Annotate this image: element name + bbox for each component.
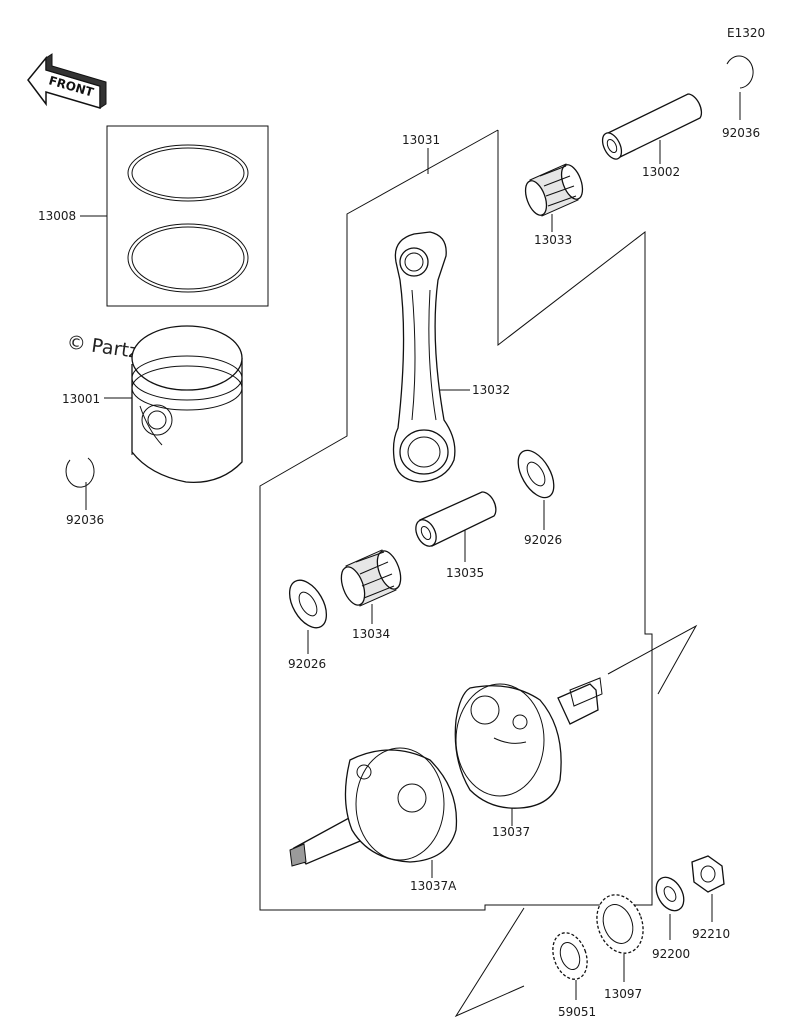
front-arrow-icon: FRONT bbox=[27, 53, 107, 110]
crank-half-left[interactable] bbox=[289, 747, 458, 878]
ring-clip-top[interactable] bbox=[726, 55, 754, 120]
washer-left[interactable] bbox=[282, 574, 334, 654]
nut[interactable] bbox=[691, 855, 725, 922]
gear-small[interactable] bbox=[547, 928, 593, 1000]
label-92200: 92200 bbox=[652, 947, 690, 961]
label-13002: 13002 bbox=[642, 165, 680, 179]
label-13008: 13008 bbox=[38, 209, 76, 223]
gear-large[interactable] bbox=[589, 888, 651, 982]
washer-nut[interactable] bbox=[651, 872, 690, 940]
label-92026-right: 92026 bbox=[524, 533, 562, 547]
label-92026-left: 92026 bbox=[288, 657, 326, 671]
label-13037: 13037 bbox=[492, 825, 530, 839]
piston-pin[interactable] bbox=[599, 93, 703, 164]
piston[interactable] bbox=[131, 325, 243, 483]
needle-bearing-big[interactable] bbox=[337, 548, 405, 624]
label-92036-top: 92036 bbox=[722, 126, 760, 140]
washer-right[interactable] bbox=[511, 444, 561, 530]
label-13001: 13001 bbox=[62, 392, 100, 406]
rod-assembly-outline bbox=[259, 129, 653, 911]
connecting-rod[interactable] bbox=[392, 231, 471, 483]
label-13031: 13031 bbox=[402, 133, 440, 147]
crank-half-right[interactable] bbox=[454, 677, 603, 826]
ring-clip-left[interactable] bbox=[65, 457, 95, 510]
break-line-lower bbox=[454, 907, 525, 1018]
label-92036-left: 92036 bbox=[66, 513, 104, 527]
piston-ring-set[interactable] bbox=[80, 125, 269, 307]
label-13032: 13032 bbox=[472, 383, 510, 397]
label-13035: 13035 bbox=[446, 566, 484, 580]
diagram-code: E1320 bbox=[727, 26, 765, 40]
label-92210: 92210 bbox=[692, 927, 730, 941]
label-13097: 13097 bbox=[604, 987, 642, 1001]
label-13033: 13033 bbox=[534, 233, 572, 247]
crank-pin[interactable] bbox=[412, 491, 497, 562]
needle-bearing-small[interactable] bbox=[521, 162, 586, 232]
label-59051: 59051 bbox=[558, 1005, 596, 1019]
break-line-upper bbox=[607, 624, 698, 695]
label-13037A: 13037A bbox=[410, 879, 457, 893]
label-13034: 13034 bbox=[352, 627, 390, 641]
